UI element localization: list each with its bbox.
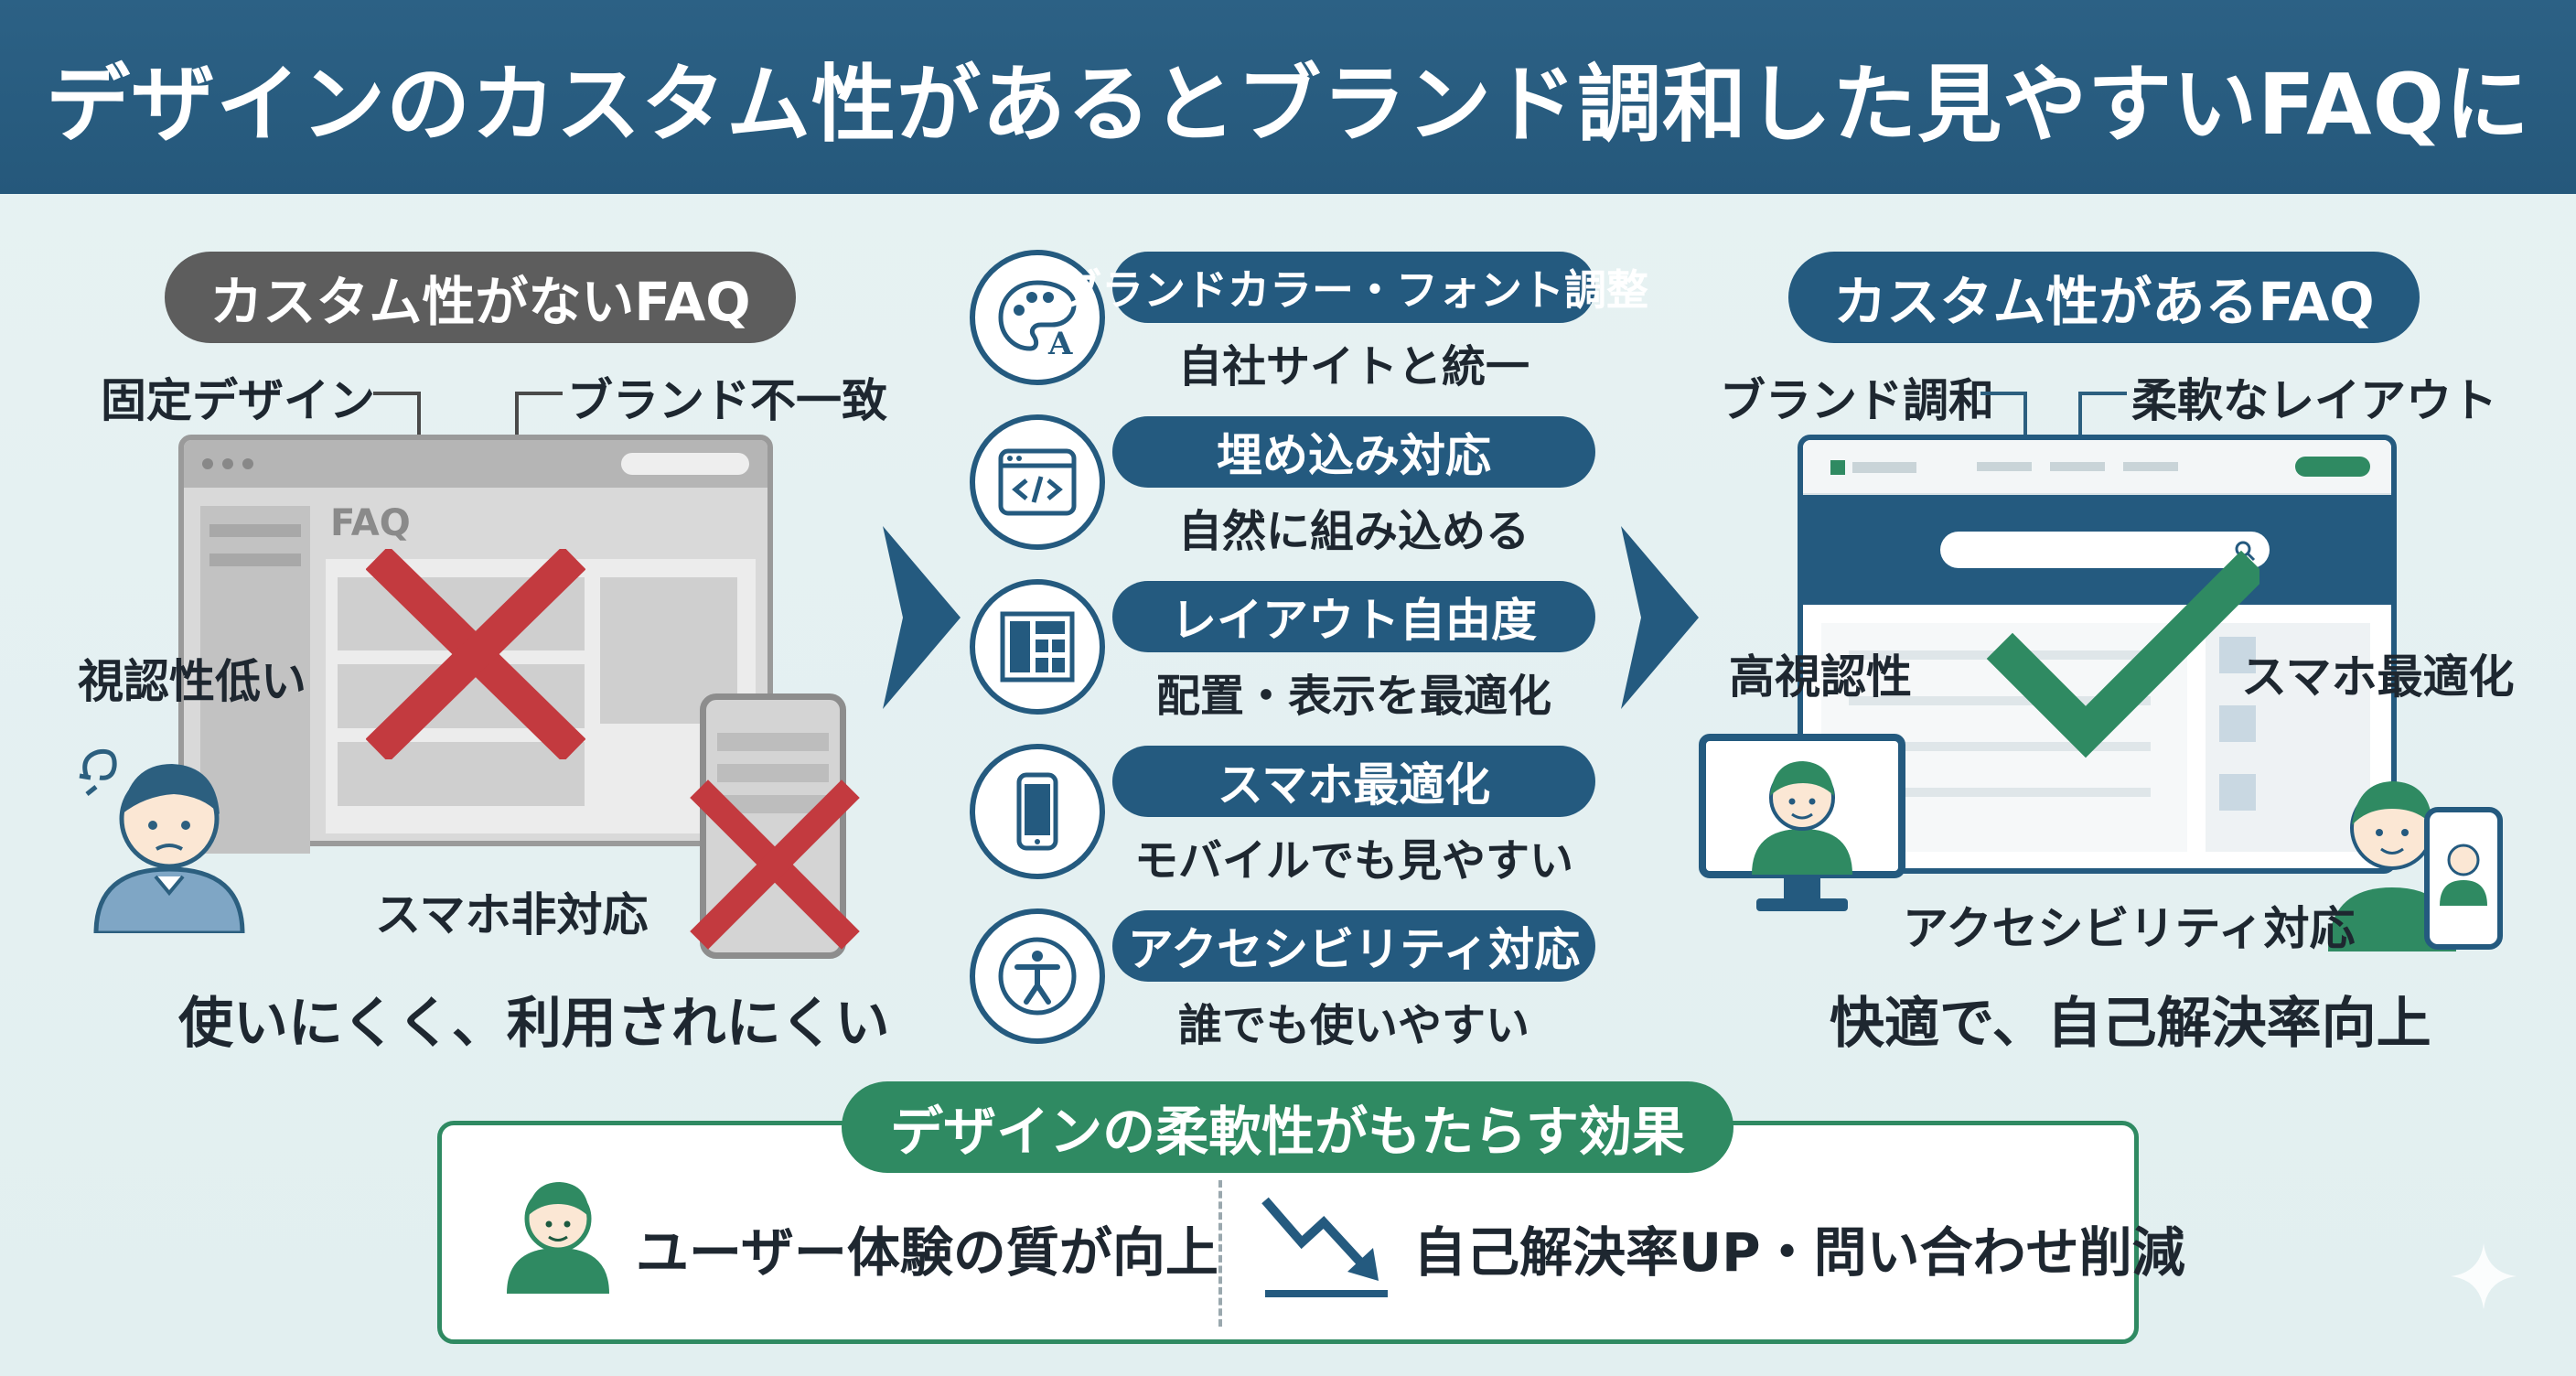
browser-dot xyxy=(202,458,213,469)
feature-icon-circle xyxy=(970,414,1105,550)
side-card xyxy=(2219,637,2256,673)
phone-screen-line xyxy=(717,764,829,782)
page-title: デザインのカスタム性があるとブランド調和した見やすいFAQに xyxy=(46,55,2530,154)
feature-title: ブランドカラー・フォント調整 xyxy=(1059,252,1648,323)
faq-line xyxy=(1849,742,2151,751)
confused-user-icon xyxy=(79,748,245,933)
effects-pill: デザインの柔軟性がもたらす効果 xyxy=(842,1081,1733,1173)
search-bar xyxy=(1940,532,2270,568)
callout-brand-harmony: ブランド調和 xyxy=(1720,374,1994,427)
trend-down-icon xyxy=(1261,1197,1388,1297)
feature-brand-color: A ブランドカラー・フォント調整 自社サイトと統一 xyxy=(970,242,1648,398)
feature-accessibility: アクセシビリティ対応 誰でも使いやすい xyxy=(970,901,1601,1057)
sidebar-line xyxy=(209,524,301,537)
checkmark-icon xyxy=(1986,550,2259,758)
feature-title: スマホ最適化 xyxy=(1112,746,1595,817)
feature-sub: 配置・表示を最適化 xyxy=(1155,671,1551,722)
left-conclusion: 使いにくく、利用されにくい xyxy=(178,992,890,1056)
nav-line xyxy=(2050,462,2105,471)
no-custom-faq-pill: カスタム性がないFAQ xyxy=(165,252,796,343)
callout-high-visibility: 高視認性 xyxy=(1729,650,1912,704)
arrow-right-icon xyxy=(883,526,961,709)
feature-layout: レイアウト自由度 配置・表示を最適化 xyxy=(970,572,1601,727)
phone-screen-line xyxy=(717,795,829,813)
browser-dot xyxy=(242,458,253,469)
svg-text:A: A xyxy=(1047,326,1073,362)
callout-mobile: スマホ最適化 xyxy=(2241,650,2515,704)
faq-line xyxy=(1849,696,2151,705)
browser-address-bar xyxy=(621,453,749,475)
cross-icon xyxy=(366,549,585,759)
callout-flexible-layout: 柔軟なレイアウト xyxy=(2131,374,2497,427)
feature-icon-circle xyxy=(970,579,1105,715)
sidebar-line xyxy=(209,554,301,566)
feature-embed: 埋め込み対応 自然に組み込める xyxy=(970,407,1601,563)
arrow-right-icon xyxy=(1621,526,1699,709)
palette-icon: A xyxy=(998,280,1077,362)
right-conclusion: 快適で、自己解決率向上 xyxy=(1830,992,2431,1056)
leader-line xyxy=(373,392,419,395)
faq-line xyxy=(1849,788,2151,797)
callout-fixed-design: 固定デザイン xyxy=(101,374,375,427)
nav-line xyxy=(2123,462,2178,471)
browser-dot xyxy=(222,458,233,469)
feature-title: アクセシビリティ対応 xyxy=(1112,910,1595,982)
effect-ux: ユーザー体験の質が向上 xyxy=(636,1221,1218,1284)
feature-icon-circle xyxy=(970,908,1105,1044)
effects-divider xyxy=(1218,1180,1222,1327)
nav-line xyxy=(1852,462,1916,473)
side-card xyxy=(2219,774,2256,811)
feature-icon-circle xyxy=(970,744,1105,879)
leader-line xyxy=(2081,392,2127,395)
no-custom-faq-pill-label: カスタム性がないFAQ xyxy=(209,271,751,333)
nav-line xyxy=(1977,462,2032,471)
cta-button xyxy=(2295,457,2370,477)
feature-sub: 自然に組み込める xyxy=(1177,506,1530,557)
callout-brand-mismatch: ブランド不一致 xyxy=(567,374,887,427)
sparkle-icon xyxy=(2451,1243,2517,1309)
brand-logo-block xyxy=(1830,460,1845,475)
feature-sub: 自社サイトと統一 xyxy=(1177,341,1530,392)
user-icon xyxy=(507,1182,609,1294)
feature-sub: モバイルでも見やすい xyxy=(1133,835,1573,887)
header-bar: デザインのカスタム性があるとブランド調和した見やすいFAQに xyxy=(0,0,2576,194)
feature-sub: 誰でも使いやすい xyxy=(1177,1000,1530,1051)
custom-faq-pill: カスタム性があるFAQ xyxy=(1788,252,2420,343)
code-window-icon xyxy=(998,448,1077,516)
callout-low-visibility: 視認性低い xyxy=(78,655,306,708)
layout-icon xyxy=(1000,611,1075,683)
smartphone-icon xyxy=(1016,772,1058,851)
feature-title: レイアウト自由度 xyxy=(1112,581,1595,652)
callout-accessibility: アクセシビリティ対応 xyxy=(1903,902,2356,955)
leader-line xyxy=(517,392,563,395)
content-card xyxy=(338,742,585,806)
side-card xyxy=(2219,705,2256,742)
leader-line xyxy=(1980,392,2026,395)
mock-faq-label: FAQ xyxy=(330,502,411,544)
monitor-user-icon xyxy=(1699,734,1905,911)
effects-pill-label: デザインの柔軟性がもたらす効果 xyxy=(890,1101,1685,1163)
feature-mobile: スマホ最適化 モバイルでも見やすい xyxy=(970,736,1601,892)
custom-faq-pill-label: カスタム性があるFAQ xyxy=(1833,271,2375,333)
feature-icon-circle: A xyxy=(970,250,1105,385)
accessibility-icon xyxy=(998,937,1077,1016)
feature-title: 埋め込み対応 xyxy=(1112,416,1595,488)
phone-screen-line xyxy=(717,733,829,751)
cross-icon xyxy=(690,779,860,950)
callout-no-mobile: スマホ非対応 xyxy=(375,888,649,941)
effect-self-resolution: 自己解決率UP・問い合わせ削減 xyxy=(1413,1221,2185,1284)
mobile-user-icon xyxy=(2328,781,2503,951)
